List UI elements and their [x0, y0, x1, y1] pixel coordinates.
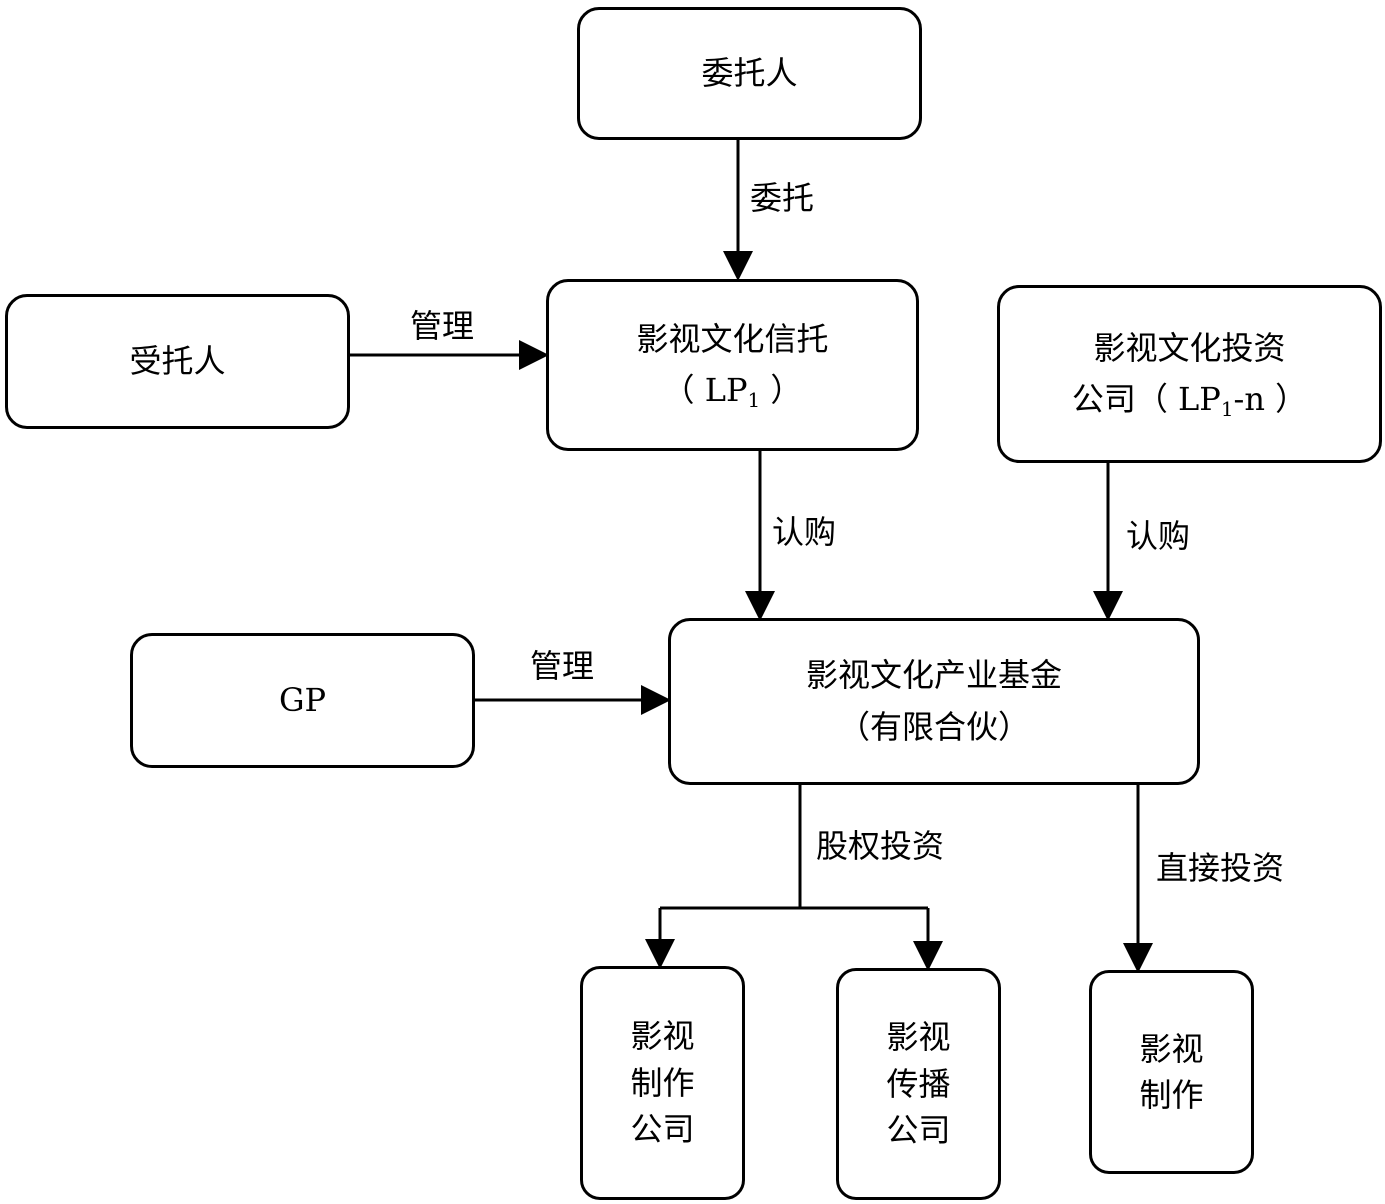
node-trust-lp: （ LP1 ）: [662, 371, 803, 412]
edge-label-subscribe-trust: 认购: [772, 513, 837, 551]
node-production-company-line-1: 影视: [630, 1017, 695, 1056]
edge-label-subscribe-investment: 认购: [1126, 517, 1191, 555]
node-production-line-2: 制作: [1139, 1076, 1204, 1114]
node-fund: 影视文化产业基金 （有限合伙）: [668, 618, 1200, 785]
node-production-company: 影视 制作 公司: [580, 966, 745, 1200]
node-gp-label: GP: [278, 680, 327, 719]
node-production: 影视 制作: [1089, 970, 1254, 1174]
node-production-company-line-3: 公司: [630, 1110, 695, 1149]
edge-label-manage-fund: 管理: [530, 647, 595, 685]
edge-label-direct-investment: 直接投资: [1156, 849, 1285, 887]
node-trust-title: 影视文化信托: [636, 319, 829, 358]
node-distribution-company-line-2: 传播: [886, 1064, 951, 1103]
node-fund-title: 影视文化产业基金: [805, 656, 1062, 695]
edge-label-equity-investment: 股权投资: [816, 827, 945, 865]
node-settlor-label: 委托人: [701, 53, 798, 92]
edge-label-manage-trust: 管理: [410, 307, 475, 345]
edge-label-entrust: 委托: [750, 179, 815, 217]
node-investment-company-title: 影视文化投资: [1093, 328, 1286, 367]
node-investment-company: 影视文化投资 公司（ LP1-n ）: [997, 285, 1382, 463]
node-gp: GP: [130, 633, 475, 768]
node-production-company-line-2: 制作: [630, 1063, 695, 1102]
node-settlor: 委托人: [577, 7, 922, 140]
node-fund-subtitle: （有限合伙）: [837, 707, 1030, 746]
node-trustee: 受托人: [5, 294, 350, 429]
node-distribution-company-line-1: 影视: [886, 1018, 951, 1057]
node-investment-company-lp: 公司（ LP1-n ）: [1071, 380, 1308, 421]
node-trustee-label: 受托人: [129, 341, 226, 380]
node-distribution-company: 影视 传播 公司: [836, 968, 1001, 1200]
node-production-line-1: 影视: [1139, 1029, 1204, 1068]
node-distribution-company-line-3: 公司: [886, 1111, 951, 1150]
node-trust: 影视文化信托 （ LP1 ）: [546, 279, 919, 451]
